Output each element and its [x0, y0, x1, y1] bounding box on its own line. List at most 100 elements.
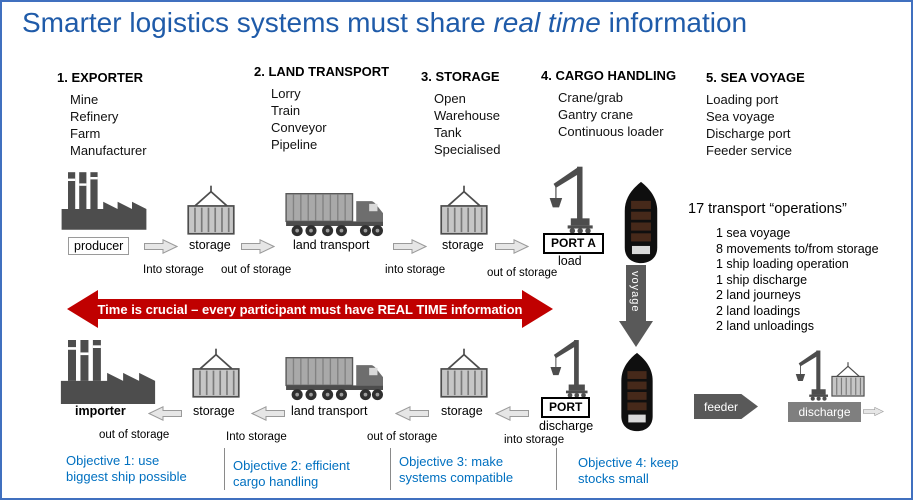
storage-label: storage — [442, 238, 484, 252]
objective-line: biggest ship possible — [66, 469, 187, 484]
column-items: Loading port Sea voyage Discharge port F… — [706, 91, 805, 159]
port-crane-icon — [541, 162, 599, 234]
column-item: Pipeline — [271, 137, 318, 152]
storage-container-icon — [437, 348, 491, 400]
column-item: Continuous loader — [558, 124, 664, 139]
voyage-label: voyage — [629, 271, 641, 313]
objective-divider — [556, 448, 557, 490]
column-cargo-handling: 4. CARGO HANDLING Crane/grab Gantry cran… — [541, 68, 676, 140]
objective-line: Objective 2: efficient — [233, 458, 350, 473]
objective-divider — [224, 448, 225, 490]
flow-arrow-right-icon — [393, 239, 427, 254]
storage-direction-label: out of storage — [367, 431, 438, 443]
truck-icon — [284, 190, 386, 238]
discharge-label: discharge — [798, 405, 851, 419]
storage-direction-label: into storage — [504, 434, 565, 446]
column-item: Open — [434, 91, 466, 106]
column-items: Crane/grab Gantry crane Continuous loade… — [541, 89, 676, 140]
objective-line: Objective 3: make — [399, 454, 504, 469]
feeder-label: feeder — [703, 399, 739, 414]
feeder-arrow: feeder — [694, 394, 758, 419]
operations-item: 2 land loadings — [716, 303, 801, 318]
storage-direction-label: Into storage — [143, 264, 204, 276]
column-heading: 5. SEA VOYAGE — [706, 70, 805, 85]
objective-divider — [390, 448, 391, 490]
operations-item: 8 movements to/from storage — [716, 241, 879, 256]
small-container-icon — [829, 359, 867, 401]
objective-line: systems compatible — [399, 470, 514, 485]
operations-item: 1 ship loading operation — [716, 257, 849, 271]
column-item: Tank — [434, 125, 462, 140]
factory-icon — [60, 168, 148, 234]
column-item: Warehouse — [434, 108, 500, 123]
column-item: Sea voyage — [706, 109, 775, 124]
importer-factory-icon — [57, 340, 159, 404]
column-item: Lorry — [271, 86, 301, 101]
port-a-box: PORT A — [543, 233, 604, 254]
storage-direction-label: out of storage — [221, 264, 292, 276]
port-action-label: discharge — [539, 419, 594, 433]
column-heading: 4. CARGO HANDLING — [541, 68, 677, 83]
column-items: Lorry Train Conveyor Pipeline — [254, 85, 389, 153]
storage-container-icon — [189, 348, 243, 400]
land-transport-label: land transport — [293, 238, 370, 252]
objective-2: Objective 2: efficient cargo handling — [233, 458, 350, 490]
importer-label: importer — [75, 404, 126, 418]
column-item: Feeder service — [706, 143, 792, 158]
column-item: Discharge port — [706, 126, 791, 141]
flow-arrow-left-icon — [495, 406, 529, 421]
small-crane-icon — [791, 347, 831, 401]
port-action-label: load — [558, 254, 582, 268]
storage-direction-label: into storage — [385, 264, 446, 276]
realtime-banner-text: Time is crucial – every participant must… — [97, 302, 523, 317]
flow-arrow-right-icon — [144, 239, 178, 254]
objective-3: Objective 3: make systems compatible — [399, 454, 513, 486]
flow-arrow-right-icon — [241, 239, 275, 254]
port-box: PORT — [541, 397, 591, 418]
realtime-banner-arrow — [67, 290, 553, 328]
container-ship-icon — [614, 181, 668, 264]
column-exporter: 1. EXPORTER Mine Refinery Farm Manufactu… — [57, 70, 147, 159]
container-ship-icon — [610, 352, 664, 432]
column-heading: 3. STORAGE — [421, 69, 500, 84]
title-pre: Smarter logistics systems must share — [22, 7, 494, 38]
storage-container-icon — [184, 185, 238, 237]
objective-line: stocks small — [578, 471, 649, 486]
column-item: Gantry crane — [558, 107, 634, 122]
column-heading: 1. EXPORTER — [57, 70, 143, 85]
flow-arrow-left-icon — [395, 406, 429, 421]
port-crane-icon — [539, 336, 597, 398]
storage-container-icon — [437, 185, 491, 237]
title-emphasis: real time — [493, 7, 601, 38]
title-post: information — [600, 7, 748, 38]
objective-4: Objective 4: keep stocks small — [578, 455, 678, 487]
objective-line: cargo handling — [233, 474, 319, 489]
operations-heading: 17 transport “operations” — [688, 201, 847, 217]
column-sea-voyage: 5. SEA VOYAGE Loading port Sea voyage Di… — [706, 70, 805, 159]
operations-item: 1 sea voyage — [716, 226, 791, 240]
slide-title: Smarter logistics systems must share rea… — [22, 7, 747, 39]
column-items: Open Warehouse Tank Specialised — [421, 90, 501, 158]
column-item: Mine — [70, 92, 99, 107]
column-item: Conveyor — [271, 120, 327, 135]
discharge-box: discharge — [788, 402, 861, 422]
flow-arrow-left-icon — [148, 406, 182, 421]
voyage-arrow-icon — [619, 265, 653, 347]
operations-item: 2 land unloadings — [716, 319, 814, 333]
storage-label: storage — [189, 238, 231, 252]
land-transport-label: land transport — [291, 404, 368, 418]
flow-arrow-right-icon — [495, 239, 529, 254]
storage-label: storage — [193, 404, 235, 418]
column-item: Refinery — [70, 109, 119, 124]
column-heading: 2. LAND TRANSPORT — [254, 64, 390, 79]
storage-direction-label: out of storage — [99, 429, 170, 441]
objective-line: Objective 4: keep — [578, 455, 679, 470]
storage-direction-label: out of storage — [487, 267, 558, 279]
operations-item: 1 ship discharge — [716, 272, 808, 287]
producer-label: producer — [68, 237, 130, 255]
column-storage: 3. STORAGE Open Warehouse Tank Specialis… — [421, 69, 501, 158]
objective-line: Objective 1: use — [66, 453, 160, 468]
operations-item: 2 land journeys — [716, 288, 801, 302]
column-item: Crane/grab — [558, 90, 624, 105]
